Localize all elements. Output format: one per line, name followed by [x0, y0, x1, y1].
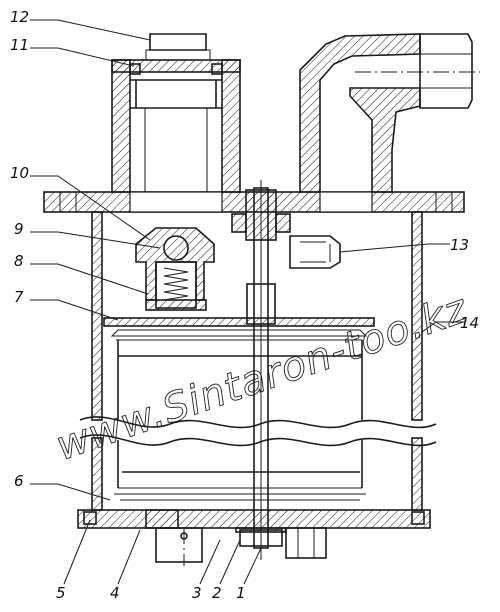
- base-plate: [77, 509, 431, 566]
- left-cylinder: [111, 33, 241, 193]
- valve-assembly: [135, 227, 215, 311]
- label-5: 5: [56, 584, 66, 602]
- outer-housing: [91, 211, 423, 511]
- label-2: 2: [212, 584, 222, 602]
- label-12: 12: [10, 8, 29, 26]
- label-10: 10: [10, 164, 29, 182]
- side-valve: [289, 235, 341, 269]
- label-9: 9: [14, 220, 24, 238]
- label-3: 3: [192, 584, 202, 602]
- label-11: 11: [10, 36, 29, 54]
- label-13: 13: [450, 236, 469, 254]
- bellows-body: [114, 340, 366, 501]
- leader-lines: [30, 19, 464, 585]
- label-6: 6: [14, 472, 24, 490]
- label-7: 7: [14, 288, 24, 306]
- diaphragm-plate: [103, 317, 375, 341]
- label-4: 4: [110, 584, 120, 602]
- label-14: 14: [460, 314, 479, 332]
- break-lines: [79, 416, 437, 447]
- label-8: 8: [14, 252, 24, 270]
- label-1: 1: [236, 584, 246, 602]
- right-elbow-pipe: [299, 33, 480, 193]
